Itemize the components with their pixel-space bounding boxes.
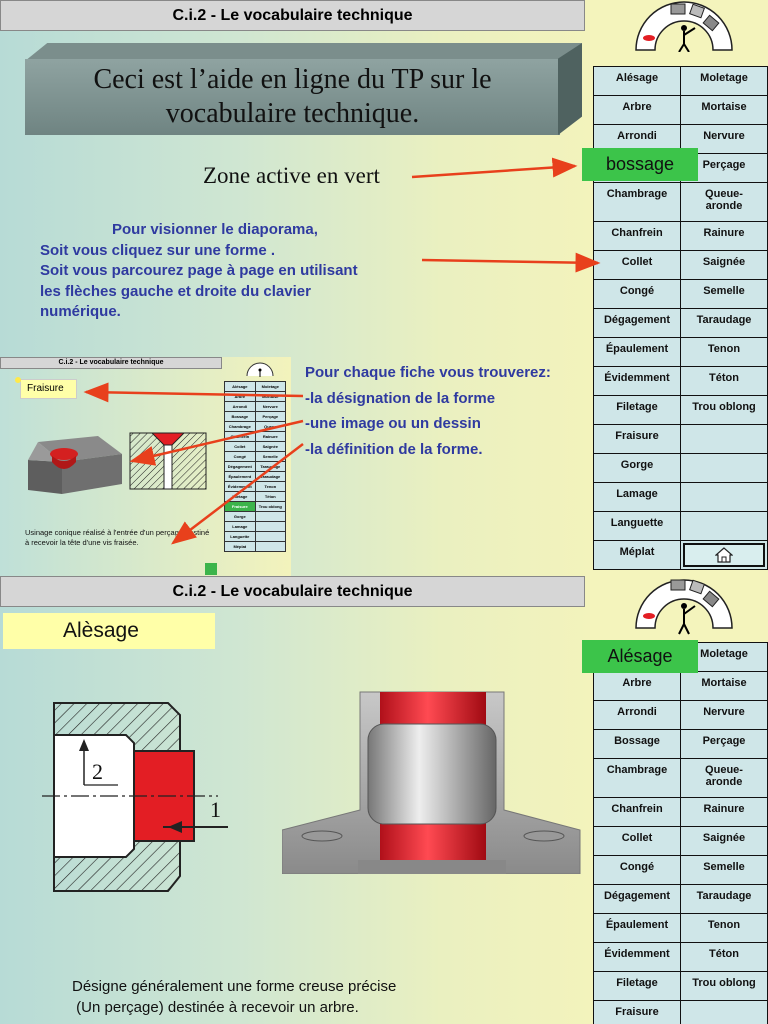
nav-item[interactable]: Arbre [593,95,681,125]
dim-1-label: 1 [210,797,221,822]
thumb-form-label: Fraisure [20,379,77,399]
nav-item[interactable]: Mortaise [680,95,768,125]
gauge-icon [246,362,274,377]
nav-item[interactable]: Trou oblong [680,395,768,425]
dim-2-label: 2 [92,759,103,784]
nav-item[interactable]: Mortaise [680,671,768,701]
nav-empty-cell [680,1000,768,1024]
alesage-section-drawing: 2 1 [42,702,228,892]
description-line: Désigne généralement une forme creuse pr… [72,978,397,995]
nav-item[interactable]: Arbre [593,671,681,701]
slide-title: C.i.2 - Le vocabulaire technique [0,0,585,31]
nav-item[interactable]: Chanfrein [593,797,681,827]
instruction-line: numérique. [40,303,121,320]
nav-item[interactable]: Congé [593,855,681,885]
home-cell [680,540,768,570]
chaque-line: -la désignation de la forme [305,389,496,407]
nav-item[interactable]: Trou oblong [680,971,768,1001]
thumb-home-icon [205,563,217,575]
alesage-badge[interactable]: Alésage [582,640,698,673]
nav-item[interactable]: Nervure [680,700,768,730]
nav-item[interactable]: Épaulement [593,913,681,943]
nav-item[interactable]: Queue- aronde [680,182,768,222]
nav-item[interactable]: Évidemment [593,942,681,972]
nav-item[interactable]: Bossage [593,729,681,759]
chaque-fiche-text: Pour chaque fiche vous trouverez: -la dé… [305,360,590,462]
nav-item[interactable]: Gorge [593,453,681,483]
slide-title: C.i.2 - Le vocabulaire technique [0,576,585,607]
fraisure-3d-image [28,436,122,494]
nav-item[interactable]: Saignée [680,826,768,856]
nav-item[interactable]: Évidemment [593,366,681,396]
nav-item[interactable]: Épaulement [593,337,681,367]
nav-item[interactable]: Taraudage [680,308,768,338]
nav-item[interactable]: Dégagement [593,884,681,914]
slide-help: C.i.2 - Le vocabulaire technique Ceci es… [0,0,768,576]
nav-item[interactable]: Chambrage [593,182,681,222]
gauge-icon [635,579,733,635]
nav-item[interactable]: Tenon [680,337,768,367]
nav-item[interactable]: Semelle [680,855,768,885]
instruction-line: les flèches gauche et droite du clavier [40,282,311,300]
description-line: (Un perçage) destinée à recevoir un arbr… [72,999,359,1016]
form-label: Alèsage [3,613,215,649]
nav-item[interactable]: Fraisure [593,1000,681,1024]
headline-box: Ceci est l’aide en ligne du TP sur le vo… [25,43,582,135]
chaque-line: -une image ou un dessin [305,415,481,432]
alesage-3d-image [282,691,581,874]
nav-item[interactable]: Téton [680,942,768,972]
bulb-icon [15,377,21,383]
nav-item[interactable]: Perçage [680,729,768,759]
chaque-line: -la définition de la forme. [305,440,483,458]
nav-empty-cell [680,453,768,483]
headline-text: Ceci est l’aide en ligne du TP sur le vo… [93,64,492,129]
nav-item[interactable]: Rainure [680,797,768,827]
nav-item[interactable]: Filetage [593,971,681,1001]
nav-item[interactable]: Collet [593,826,681,856]
form-description: Désigne généralement une forme creuse pr… [72,976,502,1018]
nav-item[interactable]: Nervure [680,124,768,154]
nav-item[interactable]: Méplat [593,540,681,570]
thumb-title: C.i.2 - Le vocabulaire technique [0,357,222,369]
chaque-line: Pour chaque fiche vous trouverez: [305,364,551,381]
arrows-layer [83,157,601,545]
thumb-caption: Usinage conique réalisé à l'entrée d'un … [25,528,210,547]
nav-item[interactable]: Semelle [680,279,768,309]
nav-item[interactable]: Chambrage [593,758,681,798]
nav-item[interactable]: Taraudage [680,884,768,914]
home-icon [715,547,733,563]
nav-item[interactable]: Arrondi [593,700,681,730]
nav-item[interactable]: Filetage [593,395,681,425]
home-button[interactable] [683,543,765,567]
slide-alesage: C.i.2 - Le vocabulaire technique Alèsage… [0,576,768,1024]
nav-item[interactable]: Rainure [680,221,768,251]
nav-item[interactable]: Chanfrein [593,221,681,251]
instruction-line: Soit vous parcourez page à page en utili… [40,262,358,279]
zone-active-text: Zone active en vert [203,163,380,188]
instruction-line: Soit vous cliquez sur une forme . [40,241,276,259]
nav-item[interactable]: Téton [680,366,768,396]
nav-item[interactable]: Queue- aronde [680,758,768,798]
bossage-badge[interactable]: bossage [582,148,698,181]
nav-item[interactable]: Lamage [593,482,681,512]
nav-item[interactable]: Dégagement [593,308,681,338]
instruction-line: Pour visionner le diaporama, [112,221,318,238]
nav-empty-cell [680,424,768,454]
gauge-icon [635,1,733,52]
nav-item[interactable]: Tenon [680,913,768,943]
instructions: Pour visionner le diaporama, Soit vous c… [40,220,420,323]
